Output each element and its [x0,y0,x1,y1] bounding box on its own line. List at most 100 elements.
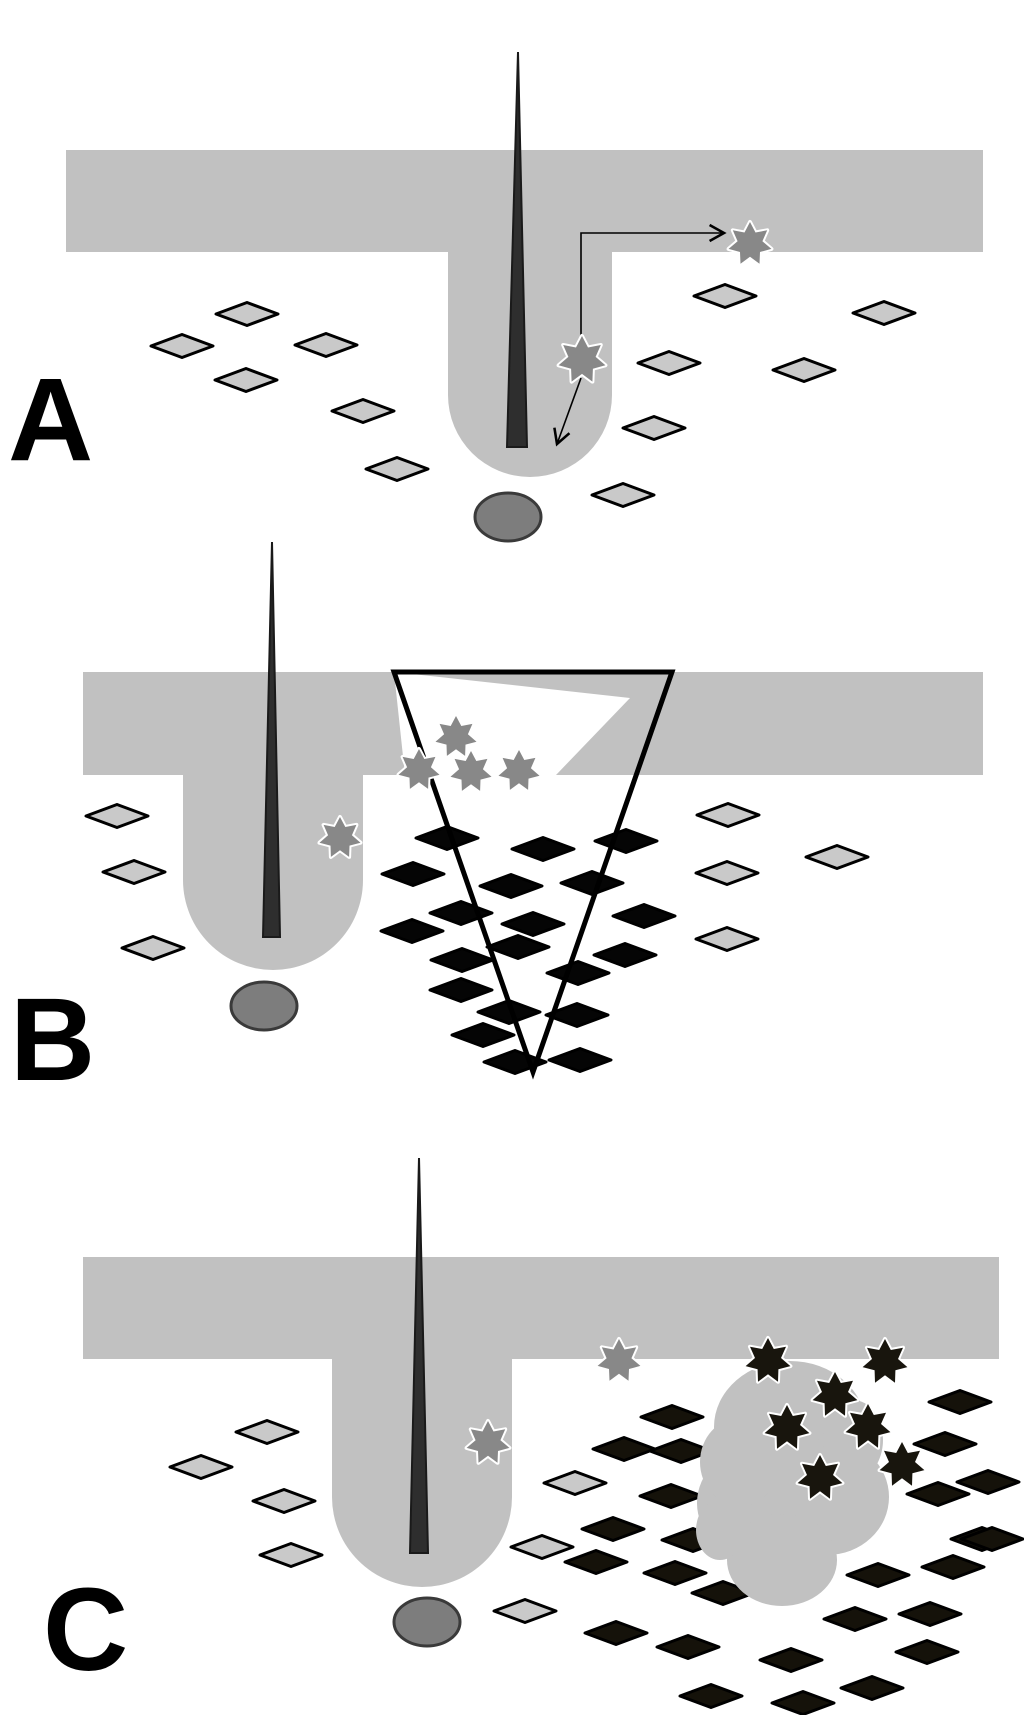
diamond-cell-icon [771,357,837,383]
diamond-cell-icon [414,825,480,851]
diamond-cell-icon [429,947,495,973]
diamond-cell-icon [636,350,702,376]
diamond-cell-icon [655,1634,721,1660]
diamond-cell-icon [590,482,656,508]
diamond-cell-icon [611,903,677,929]
diamond-cell-icon [563,1549,629,1575]
seven-point-star-icon [464,1419,512,1465]
seven-point-star-icon [496,748,542,792]
diamond-cell-icon [559,870,625,896]
diamond-cell-icon [364,456,430,482]
diamond-cell-icon [330,398,396,424]
diamond-cell-icon [547,1047,613,1073]
diamond-cell-icon [492,1598,558,1624]
diamond-cell-icon [822,1606,888,1632]
triangular-wound-icon [390,669,676,1080]
diamond-cell-icon [692,283,758,309]
diamond-cell-icon [120,935,186,961]
hair-shaft-icon [408,1157,430,1554]
diamond-cell-icon [897,1601,963,1627]
star-group-a [556,220,774,384]
panel-a: A [8,51,983,543]
diamond-cell-icon [592,942,658,968]
diamond-cell-icon [758,1647,824,1673]
diamond-cell-icon [251,1488,317,1514]
dermal-papilla-icon [473,491,543,543]
diamond-cell-icon [955,1469,1021,1495]
diamond-cell-icon [770,1690,836,1715]
diamond-cell-icon [580,1516,646,1542]
migration-arrow-icon [580,223,727,345]
diamond-cell-icon [542,1470,608,1496]
seven-point-star-icon [726,220,774,266]
hair-shaft-icon [505,51,529,448]
panel-b: B [10,541,983,1106]
diamond-cell-icon [920,1554,986,1580]
diamond-cell-icon [959,1526,1024,1552]
diamond-cell-icon [621,415,687,441]
diamond-cell-icon [905,1481,971,1507]
diamond-cell-icon [638,1483,704,1509]
diamond-cell-icon [293,332,359,358]
panel-label-c: C [43,1564,128,1696]
seven-point-star-icon [762,1403,812,1451]
diamond-cell-icon [927,1389,993,1415]
diamond-cell-icon [509,1534,575,1560]
diamond-cell-icon [234,1419,300,1445]
seven-point-star-icon [877,1440,927,1488]
diamond-cell-icon [642,1560,708,1586]
diamond-cell-icon [149,333,215,359]
diamond-cell-icon [213,367,279,393]
diamond-cell-icon [851,300,917,326]
seven-point-star-icon [317,815,363,859]
diamond-cell-icon [379,918,445,944]
seven-point-star-icon [795,1453,845,1501]
hair-shaft-icon [261,541,282,938]
diamond-cell-icon [500,911,566,937]
panel-label-b: B [10,974,95,1106]
skin-layer [83,672,983,970]
diamond-cell-icon [845,1562,911,1588]
diamond-cell-icon [593,828,659,854]
diamond-cell-icon [168,1454,234,1480]
diamond-cell-icon [510,836,576,862]
panel-label-a: A [8,354,93,486]
panel-c: C [43,1157,1024,1715]
diamond-cell-icon [583,1620,649,1646]
star-group-b [317,714,542,859]
diamond-cell-icon [84,803,150,829]
seven-point-star-icon [743,1336,793,1384]
diamond-cell-icon [894,1639,960,1665]
diamond-cell-icon [258,1542,324,1568]
diamond-cell-icon [804,844,870,870]
dermal-papilla-icon [229,980,299,1032]
diamond-cell-icon [694,926,760,952]
diamond-cell-icon [485,934,551,960]
cell-group-a [149,283,917,508]
cell-group-b [84,802,870,1075]
diamond-cell-icon [694,860,760,886]
seven-point-star-icon [448,749,494,793]
diamond-cell-icon [214,301,280,327]
diamond-cell-icon [678,1683,744,1709]
seven-point-star-icon [433,714,479,758]
diamond-cell-icon [695,802,761,828]
diamond-cell-icon [101,859,167,885]
seven-point-star-icon [396,747,442,791]
seven-point-star-icon [860,1337,910,1385]
diamond-cell-icon [639,1404,705,1430]
diamond-cell-icon [839,1675,905,1701]
seven-point-star-icon [595,1337,643,1383]
cell-group-c [168,1389,1024,1715]
diamond-cell-icon [450,1022,516,1048]
dermal-papilla-icon [392,1596,462,1648]
diamond-cell-icon [380,861,446,887]
star-group-c [464,1336,927,1501]
diamond-cell-icon [476,999,542,1025]
seven-point-star-icon [810,1370,860,1418]
diamond-cell-icon [591,1436,657,1462]
diamond-cell-icon [545,960,611,986]
seven-point-star-icon [843,1402,893,1450]
diamond-cell-icon [544,1002,610,1028]
